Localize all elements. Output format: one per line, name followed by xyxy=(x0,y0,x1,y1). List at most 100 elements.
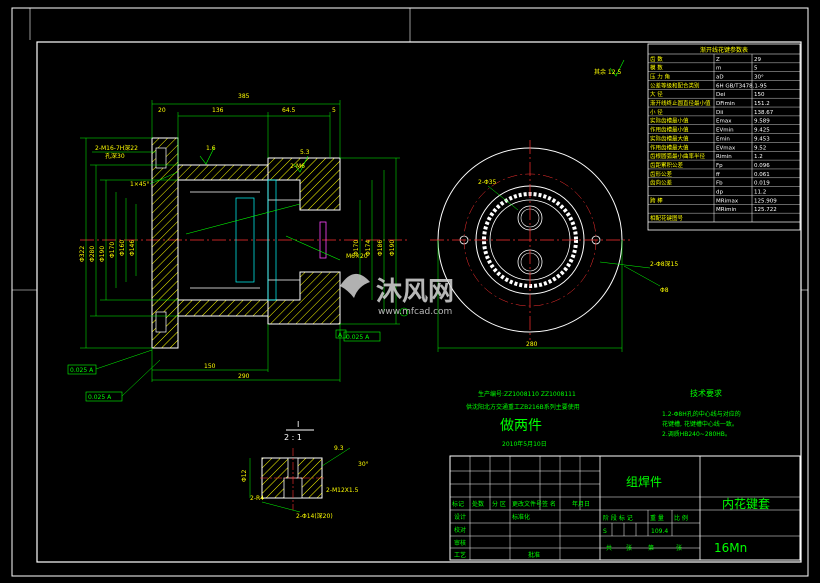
detail-dim-30deg: 30° xyxy=(358,461,369,468)
callout-phi8: Φ8 xyxy=(660,287,669,294)
param-label: 小 径 xyxy=(650,108,663,116)
param-value: 0.096 xyxy=(754,163,770,169)
param-label: 齿距累积公差 xyxy=(650,161,684,169)
param-label: 实际齿槽最大值 xyxy=(650,134,689,142)
tb-label-review: 审核 xyxy=(454,539,466,547)
sheet-unit-label-1: 张 xyxy=(626,544,632,552)
param-label: 跨 棒 xyxy=(650,196,663,204)
end-view xyxy=(430,59,661,352)
param-value: 151.2 xyxy=(754,101,770,107)
detail-view xyxy=(249,429,351,513)
param-symbol: Z xyxy=(716,57,720,63)
param-label: 大 径 xyxy=(650,90,663,98)
param-symbol: Dii xyxy=(716,110,724,116)
sheet-total-label: 共 xyxy=(606,544,612,552)
dim-phi280: Φ280 xyxy=(89,246,96,262)
tb-label-sign: 签 名 xyxy=(542,500,556,508)
param-label: 模 数 xyxy=(650,64,663,72)
tb-label-check: 校对 xyxy=(454,526,466,534)
supply-note: 供沈阳北方交通重工ZB216B系列主要使用 xyxy=(466,403,580,411)
production-number: 生产编号:ZZ1008110 ZZ1008111 xyxy=(478,390,576,398)
param-symbol: Rimin xyxy=(716,154,732,160)
detail-label: I xyxy=(297,420,299,429)
param-symbol: aD xyxy=(716,75,724,81)
watermark-url: www.mfcad.com xyxy=(378,307,452,317)
tolerance-frame-1: 0.025 A xyxy=(70,367,94,374)
sheet-index-label: 第 xyxy=(648,544,654,552)
param-label: 齿 数 xyxy=(650,55,663,63)
param-value: 0.019 xyxy=(754,181,770,187)
tb-label-change-doc: 更改文件号 xyxy=(512,500,542,508)
note-hole-depth: 孔深30 xyxy=(105,152,125,160)
stage-mark: S xyxy=(603,528,607,535)
param-value: 5 xyxy=(754,66,758,72)
param-label: 作用齿槽最大值 xyxy=(650,143,689,151)
dim-phi146: Φ146 xyxy=(129,240,136,256)
param-label: 渐开线终止圆直径最小值 xyxy=(650,99,711,107)
note-m6x20: M6×20 xyxy=(346,253,368,260)
param-label: 实际齿槽最小值 xyxy=(650,117,689,125)
detail-dim-2-phi14: 2-Φ14(深20) xyxy=(296,512,333,520)
tb-label-zone: 分 区 xyxy=(492,500,506,508)
dim-phi190-l: Φ190 xyxy=(99,246,106,262)
tolerance-frame-3: 0.025 A xyxy=(346,334,370,341)
tolerance-frame-2: 0.025 A xyxy=(88,394,112,401)
note-roughness-1: 1.6 xyxy=(206,145,216,152)
tb-label-approve: 批准 xyxy=(528,551,540,559)
param-symbol: Emin xyxy=(716,136,730,142)
dim-280: 280 xyxy=(526,341,538,348)
param-label: 齿向公差 xyxy=(650,179,673,187)
watermark-logo-icon xyxy=(340,273,370,298)
tb-label-count: 处数 xyxy=(472,500,484,508)
param-symbol: m xyxy=(716,66,721,72)
inner-frame xyxy=(36,41,802,563)
param-label: 齿形公差 xyxy=(650,170,673,178)
datum-label: A xyxy=(338,332,343,339)
callout-2-phi8: 2-Φ8深15 xyxy=(650,260,678,268)
param-symbol: MRimax xyxy=(716,198,739,204)
param-symbol: Fb xyxy=(716,181,723,187)
weight-label: 重 量 xyxy=(650,514,664,522)
mass-value: 109.4 xyxy=(651,528,668,535)
dim-phi190-r: Φ190 xyxy=(389,240,396,256)
detail-dim-2-r4: 2-R4 xyxy=(250,495,264,502)
roughness-note: 其余 12.5 xyxy=(594,68,621,76)
param-value: 9.52 xyxy=(754,145,766,151)
tb-label-process: 工艺 xyxy=(454,551,466,559)
dim-phi170-l: Φ170 xyxy=(109,242,116,258)
dim-290: 290 xyxy=(238,373,250,380)
param-symbol: DFimin xyxy=(716,101,735,107)
note-m6: 2-M6 xyxy=(290,163,305,170)
dim-385: 385 xyxy=(238,93,250,100)
callout-2-phi35: 2-Φ35 xyxy=(478,179,497,186)
param-value: 29 xyxy=(754,57,761,63)
part-type: 组焊件 xyxy=(626,474,662,489)
param-value: 125.909 xyxy=(754,198,777,204)
part-name: 内花键套 xyxy=(722,496,770,511)
param-label: 公差等级和配合类别 xyxy=(650,81,700,89)
tech-req-item-3: 2.调质HB240~280HB。 xyxy=(662,430,731,438)
dim-phi170-r: Φ170 xyxy=(353,240,360,256)
dim-136: 136 xyxy=(212,107,224,114)
param-value: 9.589 xyxy=(754,119,770,125)
dim-20: 20 xyxy=(158,107,166,114)
param-symbol: Dei xyxy=(716,92,726,98)
drawing-date: 2010年5月10日 xyxy=(502,440,547,448)
watermark: 沐风网 www.mfcad.com xyxy=(340,273,454,317)
dim-phi322: Φ322 xyxy=(79,246,86,262)
tb-label-date: 年月日 xyxy=(572,500,590,508)
param-symbol: MRimin xyxy=(716,207,737,213)
quantity-note: 做两件 xyxy=(500,418,542,434)
watermark-brand: 沐风网 xyxy=(376,277,454,307)
note-roughness-2: 5.3 xyxy=(300,149,310,156)
section-view xyxy=(67,100,410,402)
param-label: 作用齿槽最小值 xyxy=(650,126,689,134)
param-symbol: dp xyxy=(716,189,723,195)
param-value: 9.453 xyxy=(754,136,770,142)
detail-dim-2-m12: 2-M12X1.5 xyxy=(326,487,359,494)
scale-label: 比 例 xyxy=(674,514,688,522)
dim-phi160: Φ160 xyxy=(119,240,126,256)
material: 16Mn xyxy=(714,541,747,555)
